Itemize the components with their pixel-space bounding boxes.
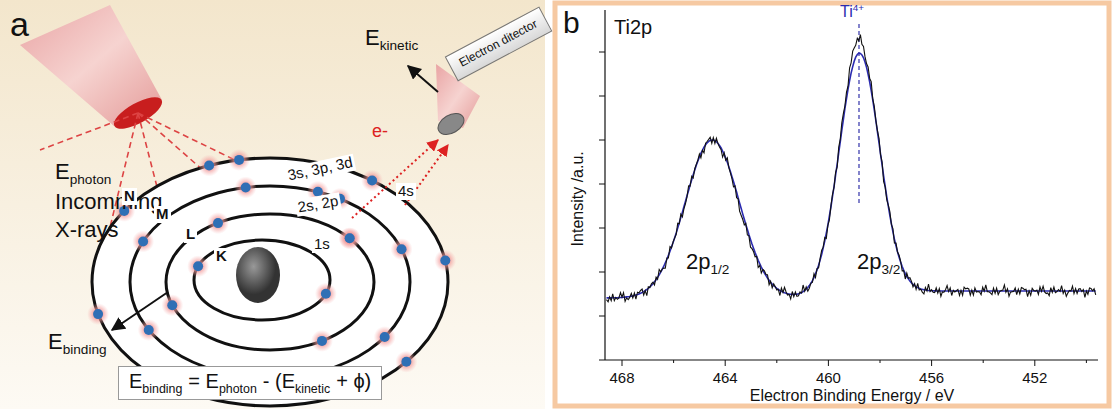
node-text: = E	[188, 370, 219, 392]
electrons	[87, 149, 456, 389]
label-text: 4+	[853, 2, 864, 13]
label-text: 1s	[314, 235, 330, 252]
shell-letter: N	[122, 188, 137, 205]
label-text: kinetic	[380, 38, 419, 53]
label-text: e-	[372, 121, 388, 141]
label-text: N	[124, 187, 135, 204]
node-text: binding	[142, 382, 182, 396]
label-text: E	[55, 159, 70, 184]
panel-a-ground	[0, 0, 545, 409]
label-text: Incomming	[55, 189, 163, 214]
peak-label: 2p1/2	[686, 250, 729, 277]
shell-letter: M	[154, 206, 171, 223]
label-text: 452	[1022, 369, 1047, 386]
electron-label: e-	[372, 122, 388, 142]
tick-label: 468	[609, 370, 634, 387]
node-text: kinetic	[295, 382, 330, 396]
label-text: Ti	[840, 3, 853, 20]
label-text: E	[365, 25, 380, 50]
tick-label: 452	[1022, 370, 1047, 387]
binding-arrow	[112, 292, 168, 330]
panel-letter: a	[10, 6, 29, 43]
panel-letter: b	[563, 6, 580, 39]
tick-label: 464	[713, 370, 738, 387]
node-text: - (E	[263, 370, 295, 392]
axis-title: Electron Binding Energy / eV	[750, 387, 955, 405]
label-text: X-rays	[55, 217, 119, 242]
axis-title: Intensity /a.u.	[569, 151, 587, 246]
peak-marker	[858, 24, 859, 205]
label-text: M	[156, 205, 169, 222]
xray-label: X-rays	[55, 218, 119, 242]
panel-b-frame	[555, 3, 1109, 406]
label-text: 2p	[857, 249, 881, 274]
node-text: photon	[219, 382, 257, 396]
label-text: Electron Binding Energy / eV	[750, 387, 955, 404]
label-text: b	[563, 6, 580, 39]
label-text: binding	[63, 342, 107, 357]
fit-curve	[607, 53, 1096, 298]
shell-letter: L	[184, 226, 197, 243]
chart-axes	[605, 10, 1098, 360]
spectrum-title: Ti2p	[614, 16, 652, 38]
label-text: photon	[70, 172, 112, 187]
label-text: 464	[713, 369, 738, 386]
kinetic-energy-label: Ekinetic	[365, 26, 418, 53]
orbital-label: 1s	[312, 236, 332, 253]
binding-energy-label: Ebinding	[48, 330, 107, 357]
kinetic-arrow	[408, 66, 438, 92]
oxidation-state-label: Ti4+	[840, 3, 864, 21]
label-text: 468	[609, 369, 634, 386]
node-text: E	[129, 370, 142, 392]
label-text: 460	[816, 369, 841, 386]
photoelectron-paths	[352, 140, 448, 218]
peak-label: 2p3/2	[857, 250, 900, 277]
tick-label: 460	[816, 370, 841, 387]
formula-box: Ebinding = Ephoton - (Ekinetic + ϕ)	[118, 366, 382, 400]
orbital-label: 4s	[396, 183, 416, 200]
photon-energy-label: Ephoton	[55, 160, 111, 187]
label-text: 456	[919, 369, 944, 386]
xray-label: Incomming	[55, 190, 163, 214]
label-text: a	[10, 5, 29, 43]
node-text: + ϕ)	[336, 370, 371, 392]
tick-label: 456	[919, 370, 944, 387]
label-text: K	[216, 247, 227, 264]
label-text: Intensity /a.u.	[569, 151, 586, 246]
shell-letter: K	[214, 248, 229, 265]
label-text: L	[186, 225, 195, 242]
label-text: 4s	[398, 182, 414, 199]
label-text: E	[48, 329, 63, 354]
nucleus	[236, 247, 280, 303]
detector-lens	[434, 109, 467, 139]
data-curve	[607, 35, 1096, 302]
label-text: Ti2p	[614, 16, 652, 38]
label-text: 2p	[686, 249, 710, 274]
label-text: 1/2	[710, 262, 729, 277]
axis-ticks	[599, 52, 1086, 366]
label-text: 3/2	[881, 262, 900, 277]
